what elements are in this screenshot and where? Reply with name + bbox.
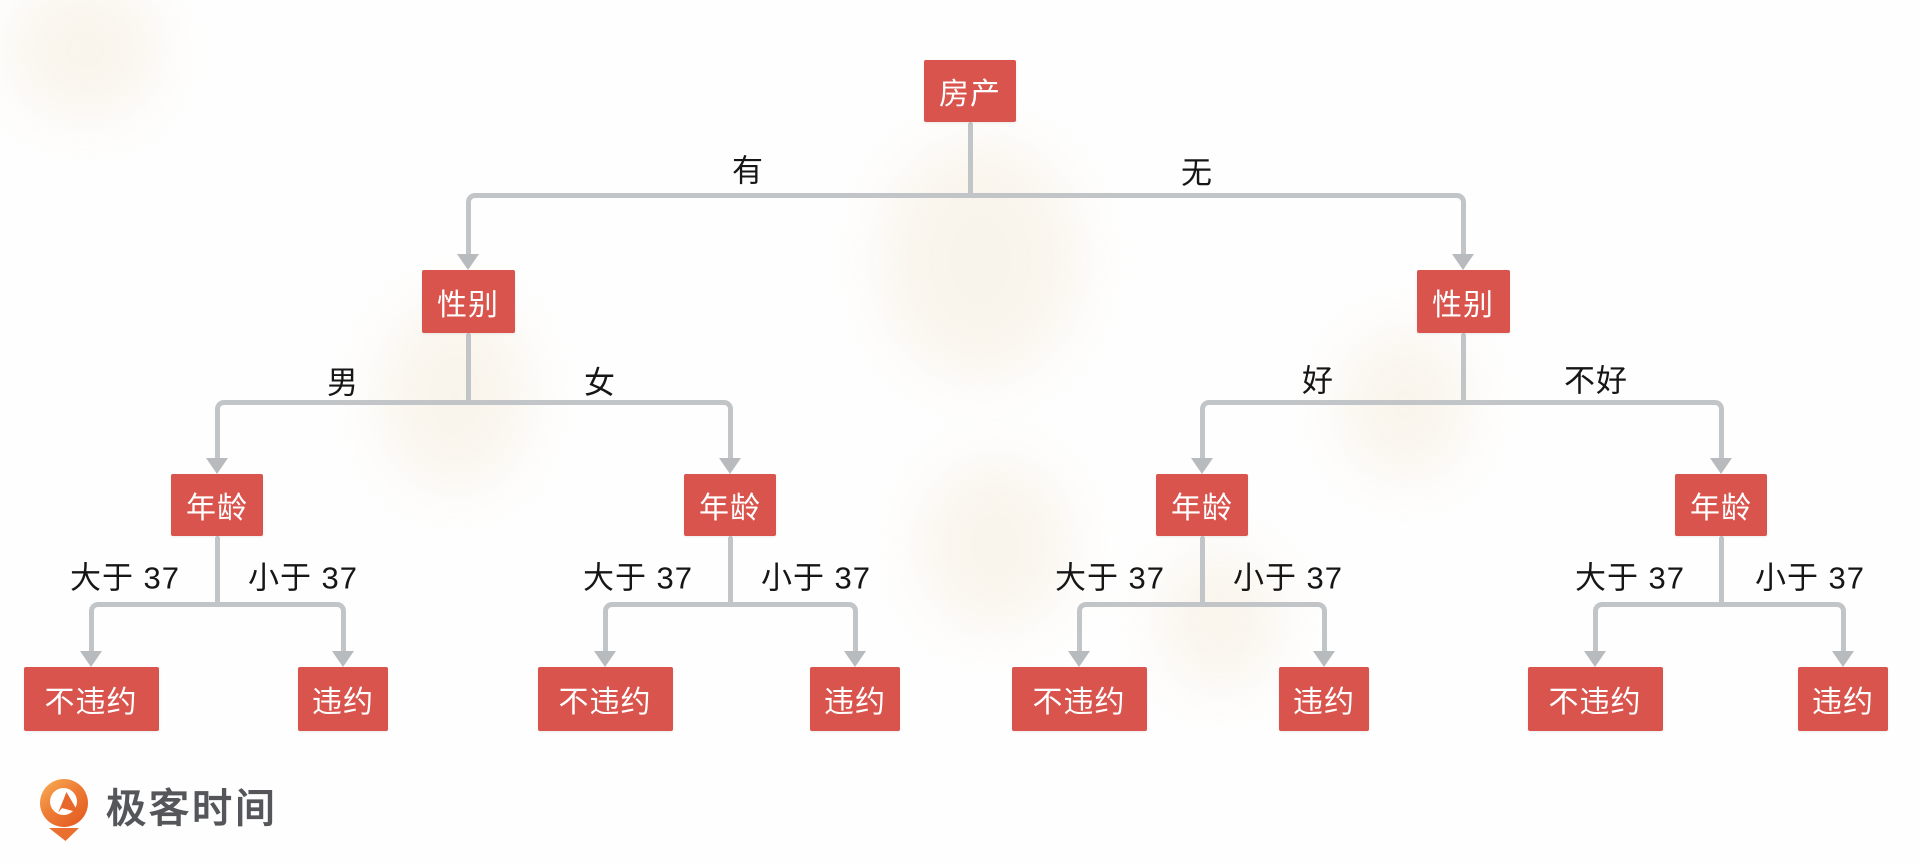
node-root: 房产 — [924, 60, 1016, 122]
connector-elbow — [1718, 602, 1846, 651]
edge-label: 大于 37 — [1054, 560, 1166, 596]
connector-elbow — [1460, 400, 1724, 458]
connector-elbow — [214, 602, 346, 651]
node-leaf-8: 违约 — [1798, 667, 1888, 731]
logo-tail — [49, 828, 79, 841]
connector-elbow — [727, 602, 858, 651]
connector-stub — [214, 536, 220, 607]
brand-name: 极客时间 — [106, 787, 278, 831]
node-leaf-2: 违约 — [298, 667, 388, 731]
arrow-down-icon — [1452, 254, 1474, 270]
arrow-down-icon — [80, 651, 102, 667]
node-age-4: 年龄 — [1675, 474, 1767, 536]
node-sex-right: 性别 — [1416, 270, 1510, 333]
node-leaf-4: 违约 — [810, 667, 900, 731]
watermark-blob — [920, 460, 1070, 630]
connector-elbow — [465, 193, 968, 254]
arrow-down-icon — [594, 651, 616, 667]
connector-stub — [1718, 536, 1724, 607]
connector-stub — [727, 536, 733, 607]
connector-stub — [1460, 333, 1466, 405]
connector-elbow — [214, 400, 466, 458]
watermark-blob — [880, 140, 1080, 380]
connector-stub — [967, 122, 973, 198]
arrow-down-icon — [206, 458, 228, 474]
arrow-down-icon — [457, 254, 479, 270]
node-leaf-3: 不违约 — [537, 667, 673, 731]
connector-stub — [1199, 536, 1205, 607]
arrow-down-icon — [332, 651, 354, 667]
connector-elbow — [967, 193, 1466, 254]
node-leaf-6: 违约 — [1279, 667, 1369, 731]
arrow-down-icon — [1068, 651, 1090, 667]
node-age-3: 年龄 — [1156, 474, 1248, 536]
connector-elbow — [602, 602, 728, 651]
connector-elbow — [88, 602, 215, 651]
node-age-1: 年龄 — [171, 474, 263, 536]
edge-label: 小于 37 — [1232, 560, 1344, 596]
node-leaf-5: 不违约 — [1011, 667, 1147, 731]
arrow-down-icon — [1313, 651, 1335, 667]
node-age-2: 年龄 — [684, 474, 776, 536]
edge-label: 女 — [584, 365, 616, 401]
edge-label: 大于 37 — [69, 560, 181, 596]
connector-elbow — [1199, 602, 1327, 651]
arrow-down-icon — [719, 458, 741, 474]
connector-elbow — [1076, 602, 1200, 651]
brand-logo: 极客时间 — [40, 776, 278, 844]
node-leaf-7: 不违约 — [1527, 667, 1663, 731]
geek-time-icon — [40, 779, 92, 841]
arrow-down-icon — [1832, 651, 1854, 667]
connector-elbow — [1199, 400, 1461, 458]
edge-label: 无 — [1181, 155, 1213, 191]
node-sex-left: 性别 — [421, 270, 515, 333]
arrow-down-icon — [1191, 458, 1213, 474]
edge-label: 小于 37 — [1754, 560, 1866, 596]
edge-label: 大于 37 — [582, 560, 694, 596]
arrow-down-icon — [1710, 458, 1732, 474]
edge-label: 不好 — [1564, 363, 1628, 399]
edge-label: 有 — [732, 153, 764, 189]
connector-elbow — [465, 400, 733, 458]
watermark-blob — [10, 0, 160, 120]
node-leaf-1: 不违约 — [23, 667, 159, 731]
arrow-down-icon — [1584, 651, 1606, 667]
edge-label: 大于 37 — [1574, 560, 1686, 596]
connector-stub — [465, 333, 471, 405]
edge-label: 小于 37 — [247, 560, 359, 596]
connector-elbow — [1592, 602, 1719, 651]
edge-label: 小于 37 — [760, 560, 872, 596]
edge-label: 好 — [1302, 363, 1334, 399]
arrow-down-icon — [844, 651, 866, 667]
edge-label: 男 — [327, 365, 359, 401]
